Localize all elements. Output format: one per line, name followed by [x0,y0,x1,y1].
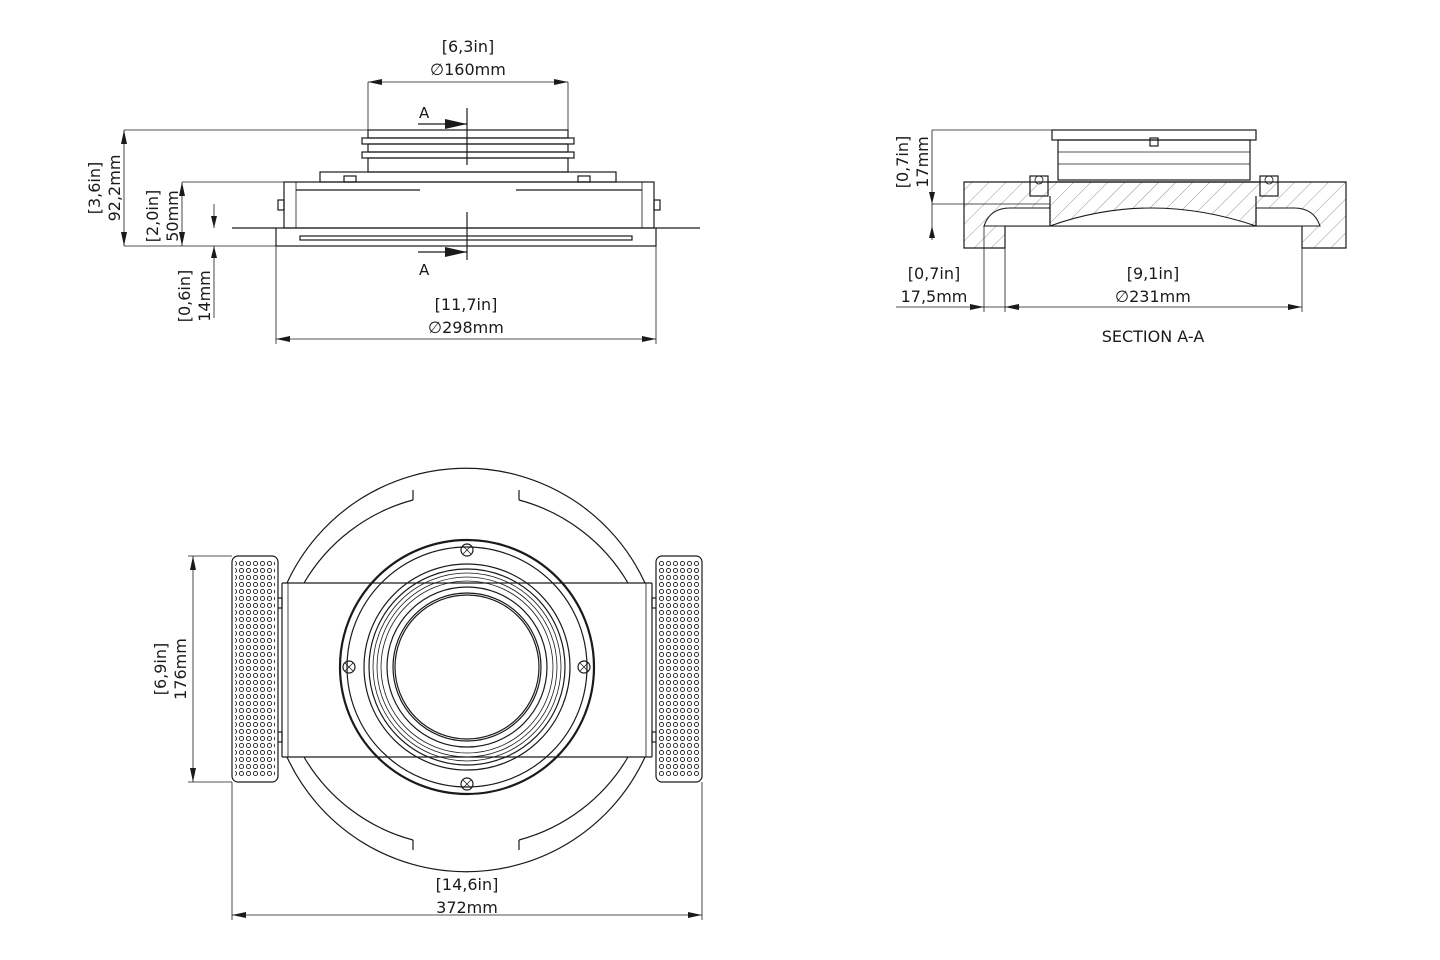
section-view: [0,7in] 17mm [0,7in] 17,5mm [9,1in] ∅231… [893,129,1347,346]
width-imperial: [14,6in] [436,875,499,894]
section-marker-top: A [419,104,430,122]
screw-top [460,543,474,557]
section-cutout-metric: ∅231mm [1115,287,1191,306]
section-cutout-imperial: [9,1in] [1127,264,1180,283]
section-top-height-dimension: [0,7in] 17mm [893,129,1052,240]
body-height-metric: 50mm [163,190,182,242]
top-diameter-dimension: [6,3in] ∅160mm [367,37,569,130]
outer-diameter-dimension: [11,7in] ∅298mm [275,246,657,344]
housing-body [232,181,700,247]
side-view: A A [6,3in] ∅160mm [3,6in] 92,2mm [85,37,700,344]
top-diameter-metric: ∅160mm [430,60,506,79]
total-height-dimension: [3,6in] 92,2mm [85,129,368,247]
section-side-offset-dimension: [0,7in] 17,5mm [896,226,1020,312]
total-height-metric: 92,2mm [105,155,124,222]
section-housing [1029,129,1279,226]
body-height-dimension: [2,0in] 50mm [143,181,320,246]
section-side-offset-imperial: [0,7in] [908,264,961,283]
screw-left [342,660,356,674]
flange-offset-dimension: [0,6in] 14mm [175,204,217,322]
total-height-imperial: [3,6in] [85,162,104,215]
depth-imperial: [6,9in] [151,643,170,696]
top-view: [6,9in] 176mm [14,6in] 372mm [151,467,703,920]
section-cutout-dimension: [9,1in] ∅231mm [1005,248,1303,312]
body-height-imperial: [2,0in] [143,190,162,243]
section-side-offset-metric: 17,5mm [901,287,968,306]
section-top-height-imperial: [0,7in] [893,136,912,189]
section-top-height-metric: 17mm [913,136,932,188]
top-collar [319,129,617,183]
flange-offset-imperial: [0,6in] [175,270,194,323]
left-bracket [231,555,279,783]
depth-metric: 176mm [171,638,190,700]
flange-offset-metric: 14mm [195,270,214,322]
section-marker-bottom: A [419,261,430,279]
section-title: SECTION A-A [1102,327,1205,346]
screws [342,543,591,791]
lens-assembly [338,538,596,796]
outer-ring [286,467,646,873]
ceiling-section [963,181,1347,249]
screw-bottom [460,777,474,791]
frame-plate [275,582,659,758]
right-bracket [655,555,703,783]
width-metric: 372mm [436,898,498,917]
top-diameter-imperial: [6,3in] [442,37,495,56]
width-dimension: [14,6in] 372mm [231,782,703,920]
outer-diameter-imperial: [11,7in] [435,295,498,314]
depth-dimension: [6,9in] 176mm [151,555,232,783]
section-cut-marker: A A [418,104,468,279]
screw-right [577,660,591,674]
outer-diameter-metric: ∅298mm [428,318,504,337]
